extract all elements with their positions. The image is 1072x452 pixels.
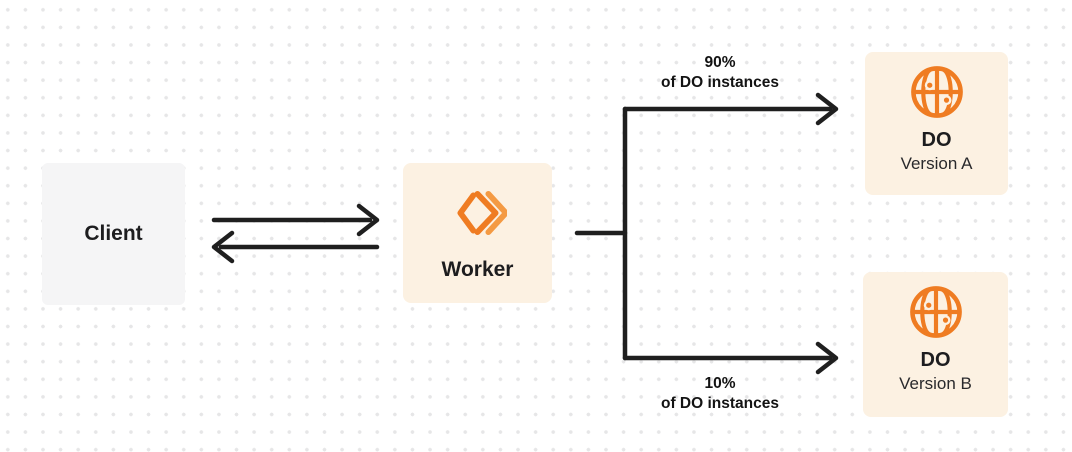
- top-split-percent: 90%: [704, 54, 736, 71]
- split-bottom-arrowhead: [815, 341, 839, 375]
- do-b-subtitle: Version B: [899, 374, 972, 393]
- do-version-b-node: DO Version B: [863, 272, 1008, 417]
- top-split-label: 90% of DO instances: [610, 53, 830, 92]
- durable-object-globe-icon: [908, 63, 966, 121]
- bottom-split-percent: 10%: [704, 375, 736, 392]
- durable-object-globe-icon: [907, 283, 965, 341]
- do-version-a-node: DO Version A: [865, 52, 1008, 195]
- split-top-arrowhead: [815, 92, 839, 126]
- do-a-title: DO: [921, 129, 952, 151]
- do-b-title: DO: [920, 349, 951, 371]
- worker-to-client-arrowhead: [211, 230, 235, 264]
- client-label: Client: [84, 222, 143, 245]
- bottom-split-caption: of DO instances: [661, 394, 779, 412]
- bottom-split-label: 10% of DO instances: [610, 374, 830, 413]
- top-split-caption: of DO instances: [661, 73, 779, 91]
- client-node: Client: [42, 163, 185, 305]
- worker-node: Worker: [403, 163, 552, 303]
- worker-label: Worker: [441, 258, 514, 281]
- workers-chevron-icon: [449, 184, 507, 242]
- client-to-worker-arrowhead: [356, 203, 380, 237]
- do-a-subtitle: Version A: [900, 154, 973, 173]
